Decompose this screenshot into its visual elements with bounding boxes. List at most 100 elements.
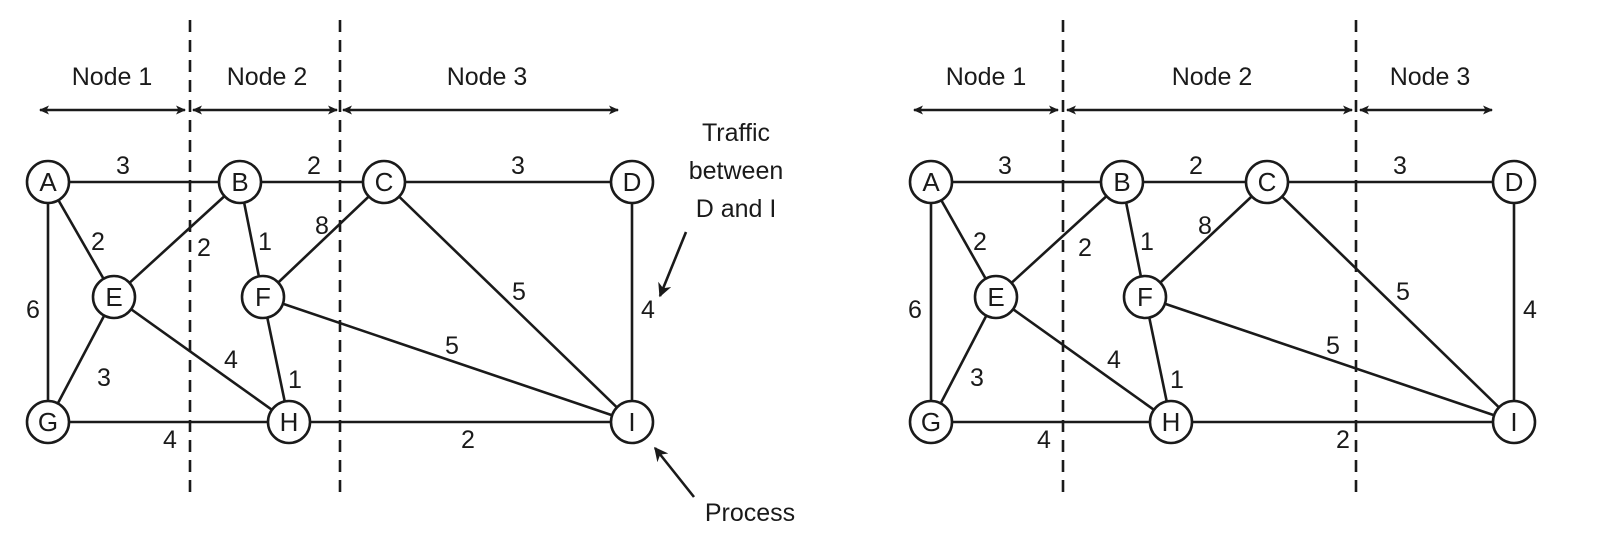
left-weight-a-b: 3 (116, 152, 130, 180)
left-node-b: B (217, 159, 263, 205)
right-weight-g-h: 4 (1037, 426, 1051, 454)
right-node-d: D (1491, 159, 1537, 205)
right-node-i: I (1491, 399, 1537, 445)
right-edge-f-i (1144, 295, 1515, 424)
right-node-c-label: C (1258, 167, 1277, 197)
left-weight-e-b: 2 (197, 234, 211, 262)
left-node-c-label: C (375, 167, 394, 197)
left-node-i: I (609, 399, 655, 445)
right-weight-b-c: 2 (1189, 152, 1203, 180)
left-node-h: H (266, 399, 312, 445)
left-weight-d-i: 4 (641, 296, 655, 324)
left-edge-e-b (113, 181, 241, 298)
left-dividers (188, 20, 342, 495)
left-weight-c-d: 3 (511, 152, 525, 180)
right-weight-f-h: 1 (1170, 366, 1184, 394)
left-node-b-label: B (231, 167, 248, 197)
right-weight-a-b: 3 (998, 152, 1012, 180)
right-weight-d-i: 4 (1523, 296, 1537, 324)
left-weight-f-c: 8 (315, 212, 329, 240)
process-annotation: Process (705, 499, 795, 527)
right-node-g: G (908, 399, 954, 445)
left-diagram: Node 1 Node 2 Node 3 3 2 3 2 (25, 20, 795, 527)
right-weight-f-i: 5 (1326, 332, 1340, 360)
right-node-g-label: G (921, 407, 941, 437)
right-dividers (1061, 20, 1358, 495)
left-edge-c-i (383, 181, 633, 423)
right-node-e: E (973, 274, 1019, 320)
right-weight-a-g: 6 (908, 296, 922, 324)
right-node-h: H (1148, 399, 1194, 445)
right-node-f-label: F (1137, 282, 1153, 312)
left-node-c: C (361, 159, 407, 205)
right-node-c: C (1244, 159, 1290, 205)
right-edges (929, 180, 1516, 424)
right-node-e-label: E (987, 282, 1004, 312)
left-node-d-label: D (623, 167, 642, 197)
left-partition-label-1: Node 1 (72, 63, 153, 91)
left-node-h-label: H (280, 407, 299, 437)
right-node-a: A (908, 159, 954, 205)
left-weight-a-g: 6 (26, 296, 40, 324)
right-node-i-label: I (1510, 407, 1517, 437)
left-edge-f-i (262, 295, 633, 424)
left-node-a-label: A (39, 167, 57, 197)
right-partition-label-2: Node 2 (1172, 63, 1253, 91)
left-partition-labels: Node 1 Node 2 Node 3 (72, 63, 528, 91)
left-node-e: E (91, 274, 137, 320)
left-weight-h-i: 2 (461, 426, 475, 454)
left-edge-f-c (262, 181, 385, 298)
left-weight-e-g: 3 (97, 364, 111, 392)
left-edge-weights: 3 2 3 2 6 2 1 8 5 4 3 4 1 5 4 2 (26, 152, 655, 454)
left-weight-b-f: 1 (258, 228, 272, 256)
left-edge-e-g (46, 296, 116, 423)
left-weight-c-i: 5 (512, 278, 526, 306)
left-node-a: A (25, 159, 71, 205)
right-edge-weights: 3 2 3 2 6 2 1 8 5 4 3 4 1 5 4 2 (908, 152, 1537, 454)
left-node-f: F (240, 274, 286, 320)
right-partition-label-3: Node 3 (1390, 63, 1471, 91)
left-weight-e-h: 4 (224, 346, 238, 374)
left-weight-g-h: 4 (163, 426, 177, 454)
left-weight-f-i: 5 (445, 332, 459, 360)
right-weight-b-f: 1 (1140, 228, 1154, 256)
right-node-d-label: D (1505, 167, 1524, 197)
traffic-annotation-line-3: D and I (696, 195, 777, 223)
left-weight-f-h: 1 (288, 366, 302, 394)
left-edge-e-h (113, 295, 290, 424)
left-annotations: Traffic between D and I Process (653, 119, 795, 527)
right-weight-a-e: 2 (973, 228, 987, 256)
traffic-annotation-line-1: Traffic (702, 119, 770, 147)
right-node-h-label: H (1162, 407, 1181, 437)
right-weight-c-d: 3 (1393, 152, 1407, 180)
right-diagram: Node 1 Node 2 Node 3 3 2 3 2 (908, 20, 1537, 495)
traffic-arrow (658, 231, 688, 298)
process-arrow (653, 446, 696, 498)
left-node-i-label: I (628, 407, 635, 437)
left-edges (46, 180, 634, 424)
left-node-d: D (609, 159, 655, 205)
right-weight-e-h: 4 (1107, 346, 1121, 374)
right-node-f: F (1122, 274, 1168, 320)
left-nodes: A B C D E F G H I (25, 159, 655, 445)
right-weight-h-i: 2 (1336, 426, 1350, 454)
right-partition-labels: Node 1 Node 2 Node 3 (946, 63, 1471, 91)
left-partition-label-2: Node 2 (227, 63, 308, 91)
right-nodes: A B C D E F G H I (908, 159, 1537, 445)
right-node-b-label: B (1113, 167, 1130, 197)
right-partition-label-1: Node 1 (946, 63, 1027, 91)
right-node-b: B (1099, 159, 1145, 205)
left-weight-b-c: 2 (307, 152, 321, 180)
right-weight-c-i: 5 (1396, 278, 1410, 306)
left-weight-a-e: 2 (91, 228, 105, 256)
left-node-g: G (25, 399, 71, 445)
right-edge-e-b (995, 181, 1123, 298)
right-node-a-label: A (922, 167, 940, 197)
left-node-f-label: F (255, 282, 271, 312)
right-weight-e-g: 3 (970, 364, 984, 392)
left-node-g-label: G (38, 407, 58, 437)
right-edge-e-g (929, 296, 998, 423)
right-edge-f-c (1144, 181, 1268, 298)
left-node-e-label: E (105, 282, 122, 312)
